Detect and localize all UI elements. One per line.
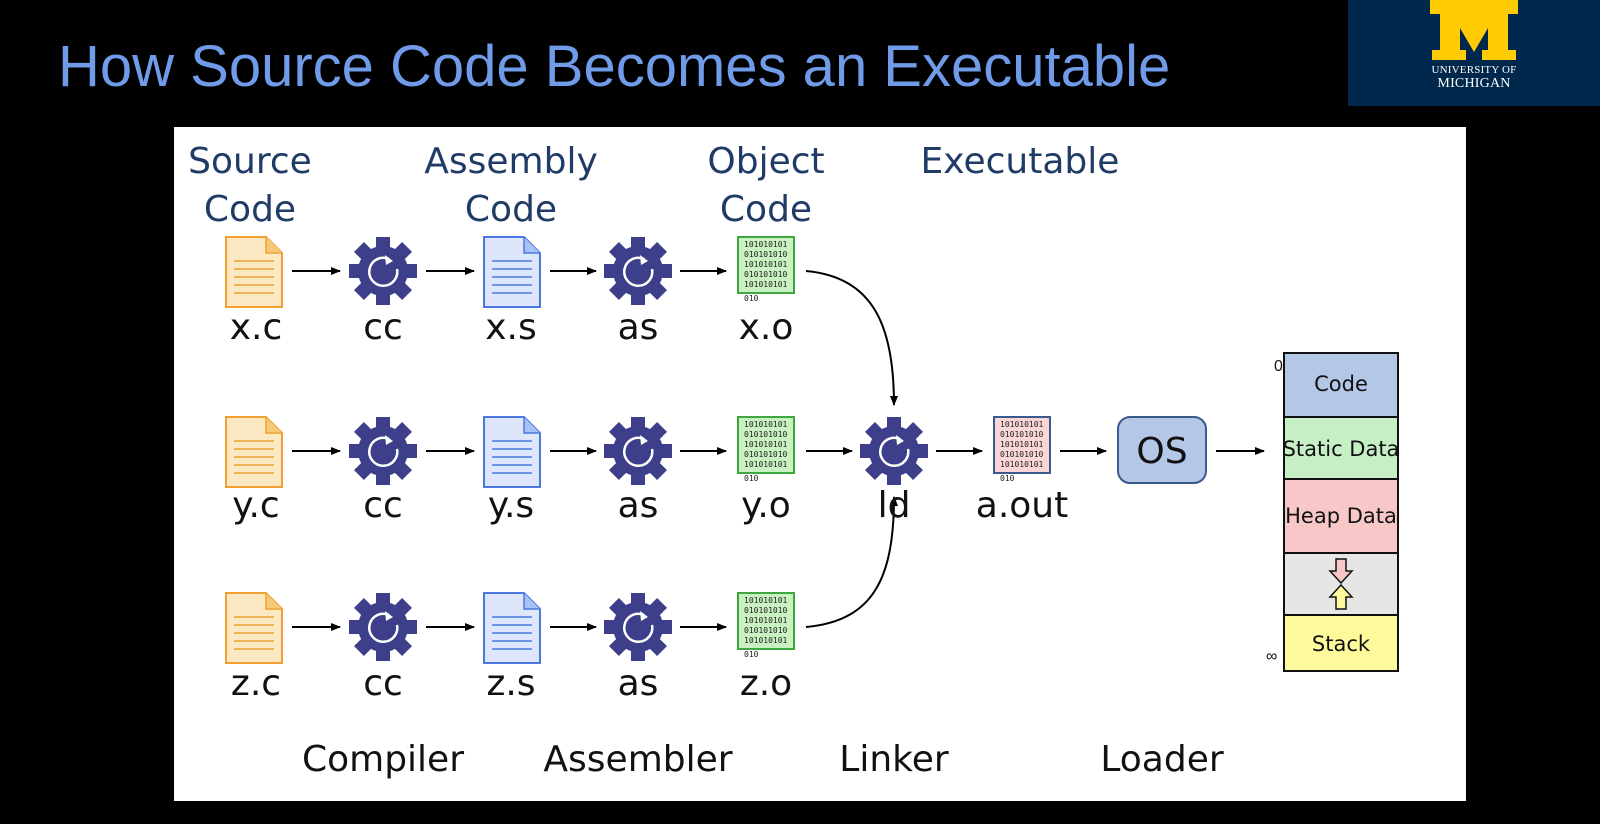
gear-icon <box>860 417 928 485</box>
object-file-label: y.o <box>741 485 791 526</box>
header-source-line2: Code <box>204 189 296 230</box>
binary-object-file-icon: 101010101 010101010 101010101 010101010 … <box>737 592 795 659</box>
stage-assembler: Assembler <box>543 739 732 780</box>
header-object-line1: Object <box>707 141 824 182</box>
memory-stack-segment <box>1283 614 1399 672</box>
svg-text:010101010: 010101010 <box>744 270 788 279</box>
assembly-file-icon <box>483 592 541 664</box>
svg-text:010: 010 <box>744 650 759 659</box>
logo-line-1: UNIVERSITY OF <box>1431 64 1517 76</box>
svg-text:101010101: 101010101 <box>1000 440 1044 449</box>
assembler-label: as <box>618 663 659 704</box>
source-file-label: x.c <box>230 307 283 348</box>
svg-text:101010101: 101010101 <box>744 460 788 469</box>
memory-stack-label: Stack <box>1312 632 1371 656</box>
memory-bottom-marker: ∞ <box>1266 648 1277 665</box>
heap-grow-down-arrow-icon <box>1328 558 1354 585</box>
gear-icon <box>604 593 672 661</box>
svg-text:010101010: 010101010 <box>1000 450 1044 459</box>
stage-compiler: Compiler <box>302 739 464 780</box>
svg-text:101010101: 101010101 <box>744 616 788 625</box>
memory-top-marker: 0 <box>1274 358 1283 375</box>
svg-text:010101010: 010101010 <box>744 250 788 259</box>
c-source-file-icon <box>225 592 283 664</box>
c-source-file-icon <box>225 236 283 308</box>
pipeline-row-y: 101010101 010101010 101010101 010101010 … <box>225 416 795 526</box>
svg-text:010: 010 <box>744 294 759 303</box>
assembler-label: as <box>618 485 659 526</box>
stage-linker: Linker <box>839 739 949 780</box>
memory-heap-segment <box>1283 478 1399 554</box>
svg-text:101010101: 101010101 <box>744 596 788 605</box>
compiler-label: cc <box>363 663 403 704</box>
svg-text:101010101: 101010101 <box>744 420 788 429</box>
source-file-label: y.c <box>232 485 279 526</box>
memory-heap-label: Heap Data <box>1285 504 1397 528</box>
source-file-label: z.c <box>231 663 281 704</box>
header-executable: Executable <box>921 141 1120 182</box>
assembler-label: as <box>618 307 659 348</box>
university-logo: UNIVERSITY OF MICHIGAN <box>1348 0 1600 106</box>
binary-object-file-icon: 101010101 010101010 101010101 010101010 … <box>737 236 795 303</box>
svg-text:101010101: 101010101 <box>744 260 788 269</box>
c-source-file-icon <box>225 416 283 488</box>
binary-executable-file-icon: 101010101 010101010 101010101 010101010 … <box>993 416 1051 483</box>
linker-label: ld <box>878 485 911 526</box>
block-m-icon <box>1430 0 1518 60</box>
svg-text:010101010: 010101010 <box>744 430 788 439</box>
memory-code-label: Code <box>1314 372 1368 396</box>
memory-code-segment <box>1283 352 1399 418</box>
arrow-z-to-linker <box>805 496 898 628</box>
svg-text:010101010: 010101010 <box>1000 430 1044 439</box>
executable-label: a.out <box>976 485 1068 526</box>
svg-text:101010101: 101010101 <box>1000 420 1044 429</box>
gear-icon <box>604 417 672 485</box>
header-object-line2: Code <box>720 189 812 230</box>
memory-static-label: Static Data <box>1283 437 1400 461</box>
stage-loader: Loader <box>1100 739 1224 780</box>
gear-icon <box>604 237 672 305</box>
header-source-line1: Source <box>188 141 312 182</box>
os-box <box>1117 416 1207 484</box>
gear-icon <box>349 593 417 661</box>
compilation-pipeline-diagram: Source Code Assembly Code Object Code Ex… <box>188 141 1400 780</box>
logo-line-2: MICHIGAN <box>1437 76 1511 91</box>
svg-text:010: 010 <box>744 474 759 483</box>
assembly-file-icon <box>483 236 541 308</box>
memory-layout: 0 Code Static Data Heap Data Stack ∞ <box>1266 352 1400 672</box>
pipeline-row-x: 101010101 010101010 101010101 010101010 … <box>225 236 795 348</box>
svg-text:010101010: 010101010 <box>744 450 788 459</box>
pipeline-row-z: 101010101 010101010 101010101 010101010 … <box>225 592 795 704</box>
assembly-file-label: z.s <box>486 663 535 704</box>
svg-text:101010101: 101010101 <box>1000 460 1044 469</box>
binary-object-file-icon: 101010101 010101010 101010101 010101010 … <box>737 416 795 483</box>
object-file-label: z.o <box>740 663 792 704</box>
assembly-file-label: y.s <box>488 485 534 526</box>
svg-text:101010101: 101010101 <box>744 240 788 249</box>
svg-text:010101010: 010101010 <box>744 626 788 635</box>
svg-text:010101010: 010101010 <box>744 606 788 615</box>
gear-icon <box>349 237 417 305</box>
assembly-file-icon <box>483 416 541 488</box>
gear-icon <box>349 417 417 485</box>
compiler-label: cc <box>363 485 403 526</box>
slide-title: How Source Code Becomes an Executable <box>58 34 1171 99</box>
stack-grow-up-arrow-icon <box>1328 583 1354 610</box>
svg-text:101010101: 101010101 <box>744 280 788 289</box>
arrow-x-to-linker <box>805 270 898 406</box>
svg-text:010: 010 <box>1000 474 1015 483</box>
assembly-file-label: x.s <box>485 307 537 348</box>
object-file-label: x.o <box>739 307 794 348</box>
header-assembly-line1: Assembly <box>424 141 598 182</box>
header-assembly-line2: Code <box>465 189 557 230</box>
compiler-label: cc <box>363 307 403 348</box>
svg-text:101010101: 101010101 <box>744 440 788 449</box>
svg-text:101010101: 101010101 <box>744 636 788 645</box>
os-label: OS <box>1136 431 1187 472</box>
diagram-panel: Source Code Assembly Code Object Code Ex… <box>174 127 1466 801</box>
